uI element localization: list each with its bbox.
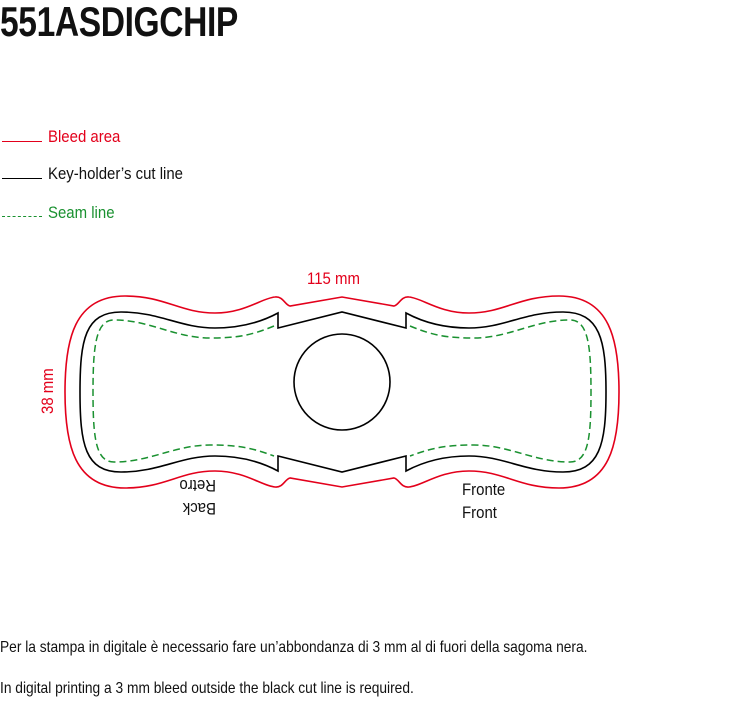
note-english: In digital printing a 3 mm bleed outside… (0, 680, 414, 697)
legend-cut-label: Key-holder’s cut line (48, 164, 183, 183)
page-title: 551ASDIGCHIP (0, 0, 238, 45)
back-label-group: Back Retro (174, 475, 216, 518)
bleed-outline (64, 295, 620, 489)
retro-label: Retro (179, 476, 216, 495)
seam-line-right (409, 319, 592, 463)
front-label: Front (462, 503, 497, 522)
key-ring-hole (293, 333, 391, 431)
back-label: Back (182, 499, 216, 518)
width-dimension-label: 115 mm (307, 269, 360, 288)
fronte-label: Fronte (462, 480, 506, 499)
height-dimension-label: 38 mm (38, 368, 57, 414)
note-italian: Per la stampa in digitale è necessario f… (0, 639, 588, 656)
front-label-group: Fronte Front (462, 480, 511, 523)
cut-line-swatch (2, 178, 42, 179)
cut-line-outline (79, 311, 607, 473)
seam-line-left (92, 319, 275, 463)
legend-bleed-label: Bleed area (48, 127, 121, 146)
bleed-line-swatch (2, 141, 42, 142)
legend-seam-label: Seam line (48, 203, 115, 222)
seam-line-swatch (2, 216, 42, 217)
